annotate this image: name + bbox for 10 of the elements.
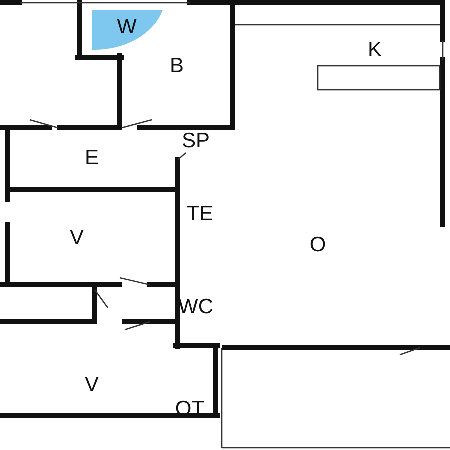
room-label: WC — [178, 296, 214, 318]
room-label: V — [85, 374, 99, 396]
room-label: SP — [182, 130, 210, 152]
room-label: E — [85, 148, 99, 168]
room-label: K — [368, 40, 382, 60]
room-label: V — [70, 228, 84, 248]
room-label: TE — [186, 204, 214, 224]
room-label: B — [170, 56, 184, 76]
room-label: O — [310, 234, 326, 256]
room-label: W — [117, 16, 137, 38]
